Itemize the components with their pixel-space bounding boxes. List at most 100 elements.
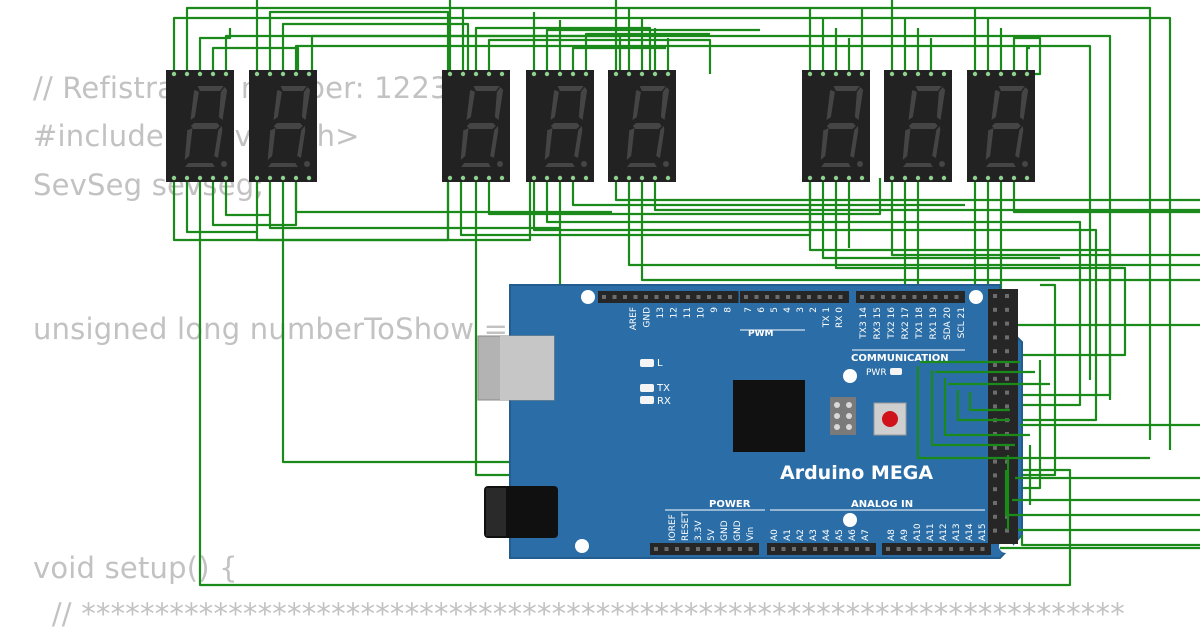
header-pin[interactable] [891, 295, 896, 299]
header-pin[interactable] [993, 321, 997, 326]
wire[interactable] [1020, 535, 1200, 547]
header-pin[interactable] [792, 547, 796, 551]
display-pin[interactable] [915, 71, 921, 77]
display-pin[interactable] [570, 175, 576, 181]
wire[interactable] [916, 366, 1150, 460]
display-pin[interactable] [544, 71, 550, 77]
wire[interactable] [224, 34, 1112, 400]
seven-segment-display[interactable] [967, 70, 1035, 182]
header-pin[interactable] [959, 547, 964, 551]
display-pin[interactable] [210, 175, 216, 181]
header-pin[interactable] [728, 295, 732, 299]
display-pin[interactable] [306, 175, 312, 181]
header-pin[interactable] [886, 547, 890, 551]
header-pin[interactable] [696, 295, 701, 299]
display-pin[interactable] [928, 71, 934, 77]
display-pin[interactable] [184, 175, 190, 181]
display-pin[interactable] [557, 175, 563, 181]
wire[interactable] [474, 26, 652, 74]
display-pin[interactable] [210, 71, 216, 77]
display-pin[interactable] [531, 71, 537, 77]
display-pin[interactable] [985, 71, 991, 77]
display-pin[interactable] [557, 71, 563, 77]
header-pin[interactable] [675, 547, 679, 551]
seven-segment-display[interactable] [802, 70, 870, 182]
display-pin[interactable] [254, 175, 260, 181]
display-pin[interactable] [223, 71, 229, 77]
display-pin[interactable] [447, 175, 453, 181]
header-pin[interactable] [727, 547, 732, 551]
header-pin[interactable] [993, 501, 997, 505]
wire[interactable] [930, 370, 1015, 447]
display-pin[interactable] [998, 71, 1004, 77]
display-pin[interactable] [652, 175, 658, 181]
wire[interactable] [294, 178, 612, 214]
header-pin[interactable] [933, 295, 938, 299]
display-pin[interactable] [570, 71, 576, 77]
header-pin[interactable] [993, 528, 997, 533]
header-pin[interactable] [1005, 349, 1009, 354]
header-pin[interactable] [775, 295, 780, 299]
header-pin[interactable] [1005, 307, 1009, 312]
wire[interactable] [211, 46, 300, 74]
wire[interactable] [268, 178, 560, 230]
header-digital-top-right[interactable] [856, 291, 965, 303]
header-pin[interactable] [765, 295, 769, 299]
reset-button-cap[interactable] [882, 411, 898, 427]
header-pin[interactable] [865, 547, 870, 551]
display-pin[interactable] [293, 175, 299, 181]
display-pin[interactable] [486, 71, 492, 77]
header-pin[interactable] [1005, 404, 1009, 409]
wire[interactable] [968, 392, 1010, 412]
header-pin[interactable] [664, 547, 669, 551]
display-pin[interactable] [902, 71, 908, 77]
display-pin[interactable] [928, 175, 934, 181]
header-pin[interactable] [817, 295, 822, 299]
wire[interactable] [310, 34, 622, 74]
display-pin[interactable] [941, 175, 947, 181]
wire[interactable] [185, 6, 1152, 440]
wire[interactable] [571, 46, 666, 74]
header-pin[interactable] [717, 295, 722, 299]
header-pin[interactable] [748, 547, 753, 551]
header-pin[interactable] [802, 547, 807, 551]
header-pin[interactable] [928, 547, 932, 551]
header-pin[interactable] [912, 295, 917, 299]
header-pin[interactable] [993, 376, 997, 381]
display-pin[interactable] [486, 175, 492, 181]
display-pin[interactable] [531, 175, 537, 181]
header-pin[interactable] [970, 547, 974, 551]
header-pin[interactable] [686, 295, 690, 299]
header-pin[interactable] [1005, 445, 1009, 450]
display-pin[interactable] [280, 175, 286, 181]
header-pin[interactable] [907, 547, 911, 551]
display-pin[interactable] [280, 71, 286, 77]
header-pin[interactable] [654, 547, 658, 551]
header-pin[interactable] [1005, 363, 1009, 367]
header-pin[interactable] [602, 295, 606, 299]
header-pin[interactable] [796, 295, 801, 299]
display-pin[interactable] [889, 71, 895, 77]
header-pin[interactable] [993, 390, 997, 395]
display-pin[interactable] [626, 175, 632, 181]
seven-segment-display[interactable] [884, 70, 952, 182]
header-pin[interactable] [860, 295, 864, 299]
wire[interactable] [459, 178, 812, 237]
wire[interactable] [1012, 178, 1200, 214]
display-pin[interactable] [1024, 71, 1030, 77]
display-pin[interactable] [915, 175, 921, 181]
header-pin[interactable] [612, 295, 617, 299]
header-pin[interactable] [938, 547, 943, 551]
display-pin[interactable] [223, 175, 229, 181]
wire[interactable] [584, 32, 710, 74]
wire[interactable] [821, 178, 1060, 260]
display-pin[interactable] [665, 71, 671, 77]
header-pin[interactable] [993, 307, 997, 312]
header-pin[interactable] [855, 547, 859, 551]
display-pin[interactable] [859, 175, 865, 181]
display-pin[interactable] [447, 71, 453, 77]
wire[interactable] [172, 16, 1172, 450]
header-pin[interactable] [696, 547, 700, 551]
wire[interactable] [614, 178, 1200, 202]
header-pin[interactable] [844, 547, 849, 551]
